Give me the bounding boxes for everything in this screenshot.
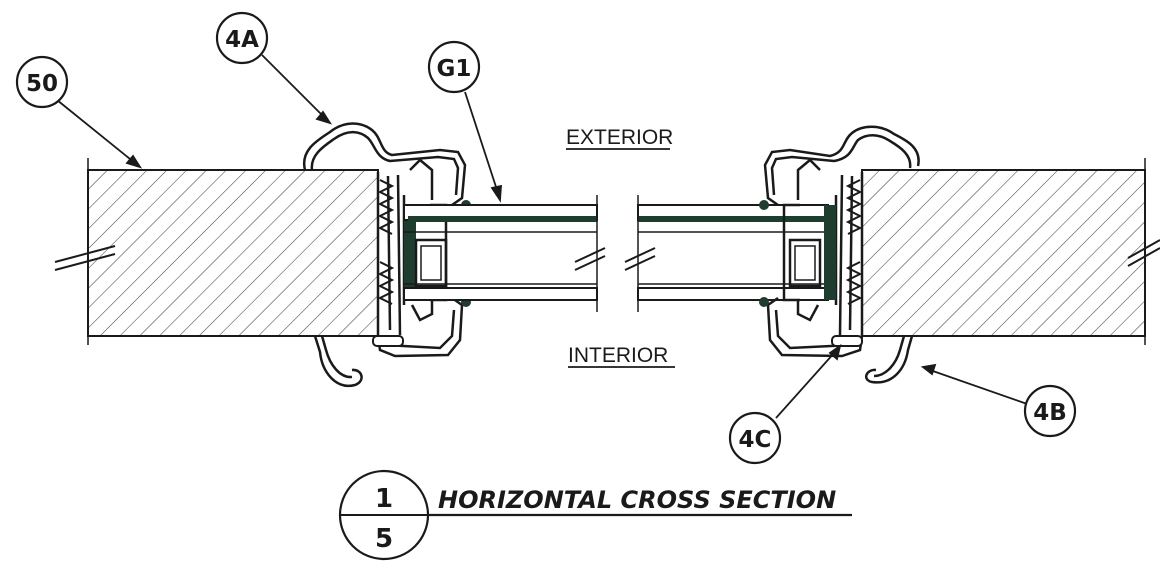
exterior-label-group: EXTERIOR xyxy=(566,126,673,150)
wall-left xyxy=(54,158,379,345)
callout-4c-label: 4C xyxy=(739,427,772,453)
callout-4b-label: 4B xyxy=(1033,400,1067,426)
callout-4b: 4B xyxy=(1023,384,1077,438)
frame-right xyxy=(763,125,920,384)
seal-right xyxy=(759,179,863,347)
callout-4a-label: 4A xyxy=(225,27,259,53)
leader-lines xyxy=(56,54,1031,419)
section-number: 1 xyxy=(375,484,393,514)
callout-4c: 4C xyxy=(728,411,782,465)
interior-label: INTERIOR xyxy=(568,344,668,367)
callout-50-label: 50 xyxy=(26,71,58,97)
section-sheet: 5 xyxy=(375,524,393,554)
wall-right xyxy=(861,158,1160,345)
section-title: HORIZONTAL CROSS SECTION xyxy=(438,486,836,514)
glass-unit xyxy=(403,195,829,312)
interior-label-group: INTERIOR xyxy=(568,344,675,368)
callout-4a: 4A xyxy=(215,11,269,65)
callout-g1-label: G1 xyxy=(437,56,472,82)
exterior-label: EXTERIOR xyxy=(566,126,673,149)
callout-50: 50 xyxy=(15,55,69,109)
section-reference: 1 5 HORIZONTAL CROSS SECTION xyxy=(338,469,852,561)
callout-g1: G1 xyxy=(427,40,481,94)
